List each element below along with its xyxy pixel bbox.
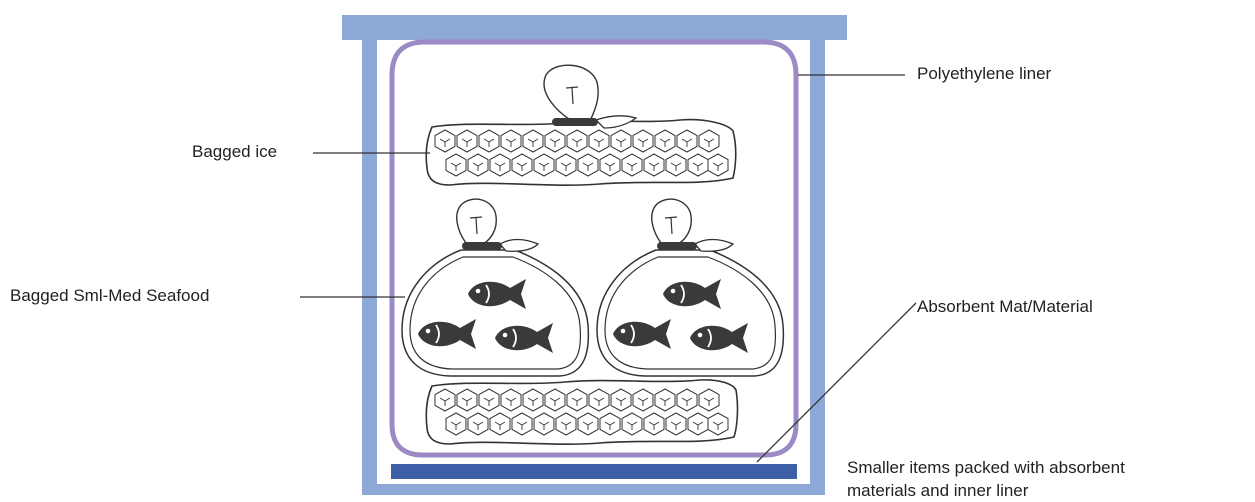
bag-outline-inner: [604, 256, 777, 370]
leader-lines: [300, 74, 917, 463]
bag-outline-outer: [596, 249, 785, 377]
bagged-ice-top: [425, 64, 737, 186]
label-bagged-ice: Bagged ice: [192, 142, 278, 161]
polyethylene-liner: [389, 39, 799, 458]
label-smaller-items-line2: materials and inner liner: [847, 481, 1029, 500]
label-smaller-items: Smaller items packed with absorbent mate…: [847, 456, 1255, 502]
leader-absorbent-mat: [756, 302, 917, 463]
bag-flap: [499, 238, 540, 252]
bag-tie-icon: [462, 242, 502, 250]
absorbent-mat: [391, 464, 797, 479]
bagged-seafood-left: [401, 198, 590, 377]
cooler-lid: [342, 15, 847, 40]
bag-body: [425, 379, 739, 445]
label-polyethylene-liner: Polyethylene liner: [917, 64, 1052, 83]
bagged-ice-bottom: [425, 379, 739, 445]
bag-flap: [594, 115, 638, 129]
cooler-left-wall: [362, 40, 377, 495]
bagged-seafood-right: [596, 198, 785, 377]
bag-outline-outer: [401, 249, 590, 377]
bag-tie-icon: [657, 242, 697, 250]
label-absorbent-mat: Absorbent Mat/Material: [917, 297, 1093, 316]
label-bagged-seafood: Bagged Sml-Med Seafood: [10, 286, 210, 305]
cooler: [342, 15, 847, 495]
bag-body: [425, 118, 737, 186]
label-smaller-items-line1: Smaller items packed with absorbent: [847, 458, 1125, 477]
cooler-right-wall: [810, 40, 825, 495]
bag-knot: [543, 64, 599, 122]
bag-flap: [694, 238, 735, 252]
bag-tie-icon: [552, 118, 598, 126]
bag-outline-inner: [409, 256, 582, 370]
cooler-bottom: [362, 484, 825, 495]
